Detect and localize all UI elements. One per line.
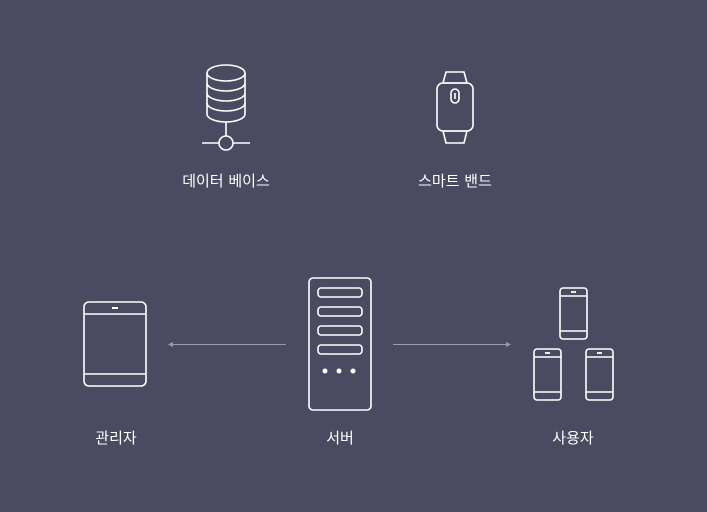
arrowhead-right-icon [506,342,511,347]
smart-band-label: 스마트 밴드 [418,172,492,190]
users-label: 사용자 [552,429,594,447]
database-label: 데이터 베이스 [182,172,270,190]
arrowhead-left-icon [168,342,173,347]
admin-label: 관리자 [95,429,137,447]
server-label: 서버 [326,429,354,447]
